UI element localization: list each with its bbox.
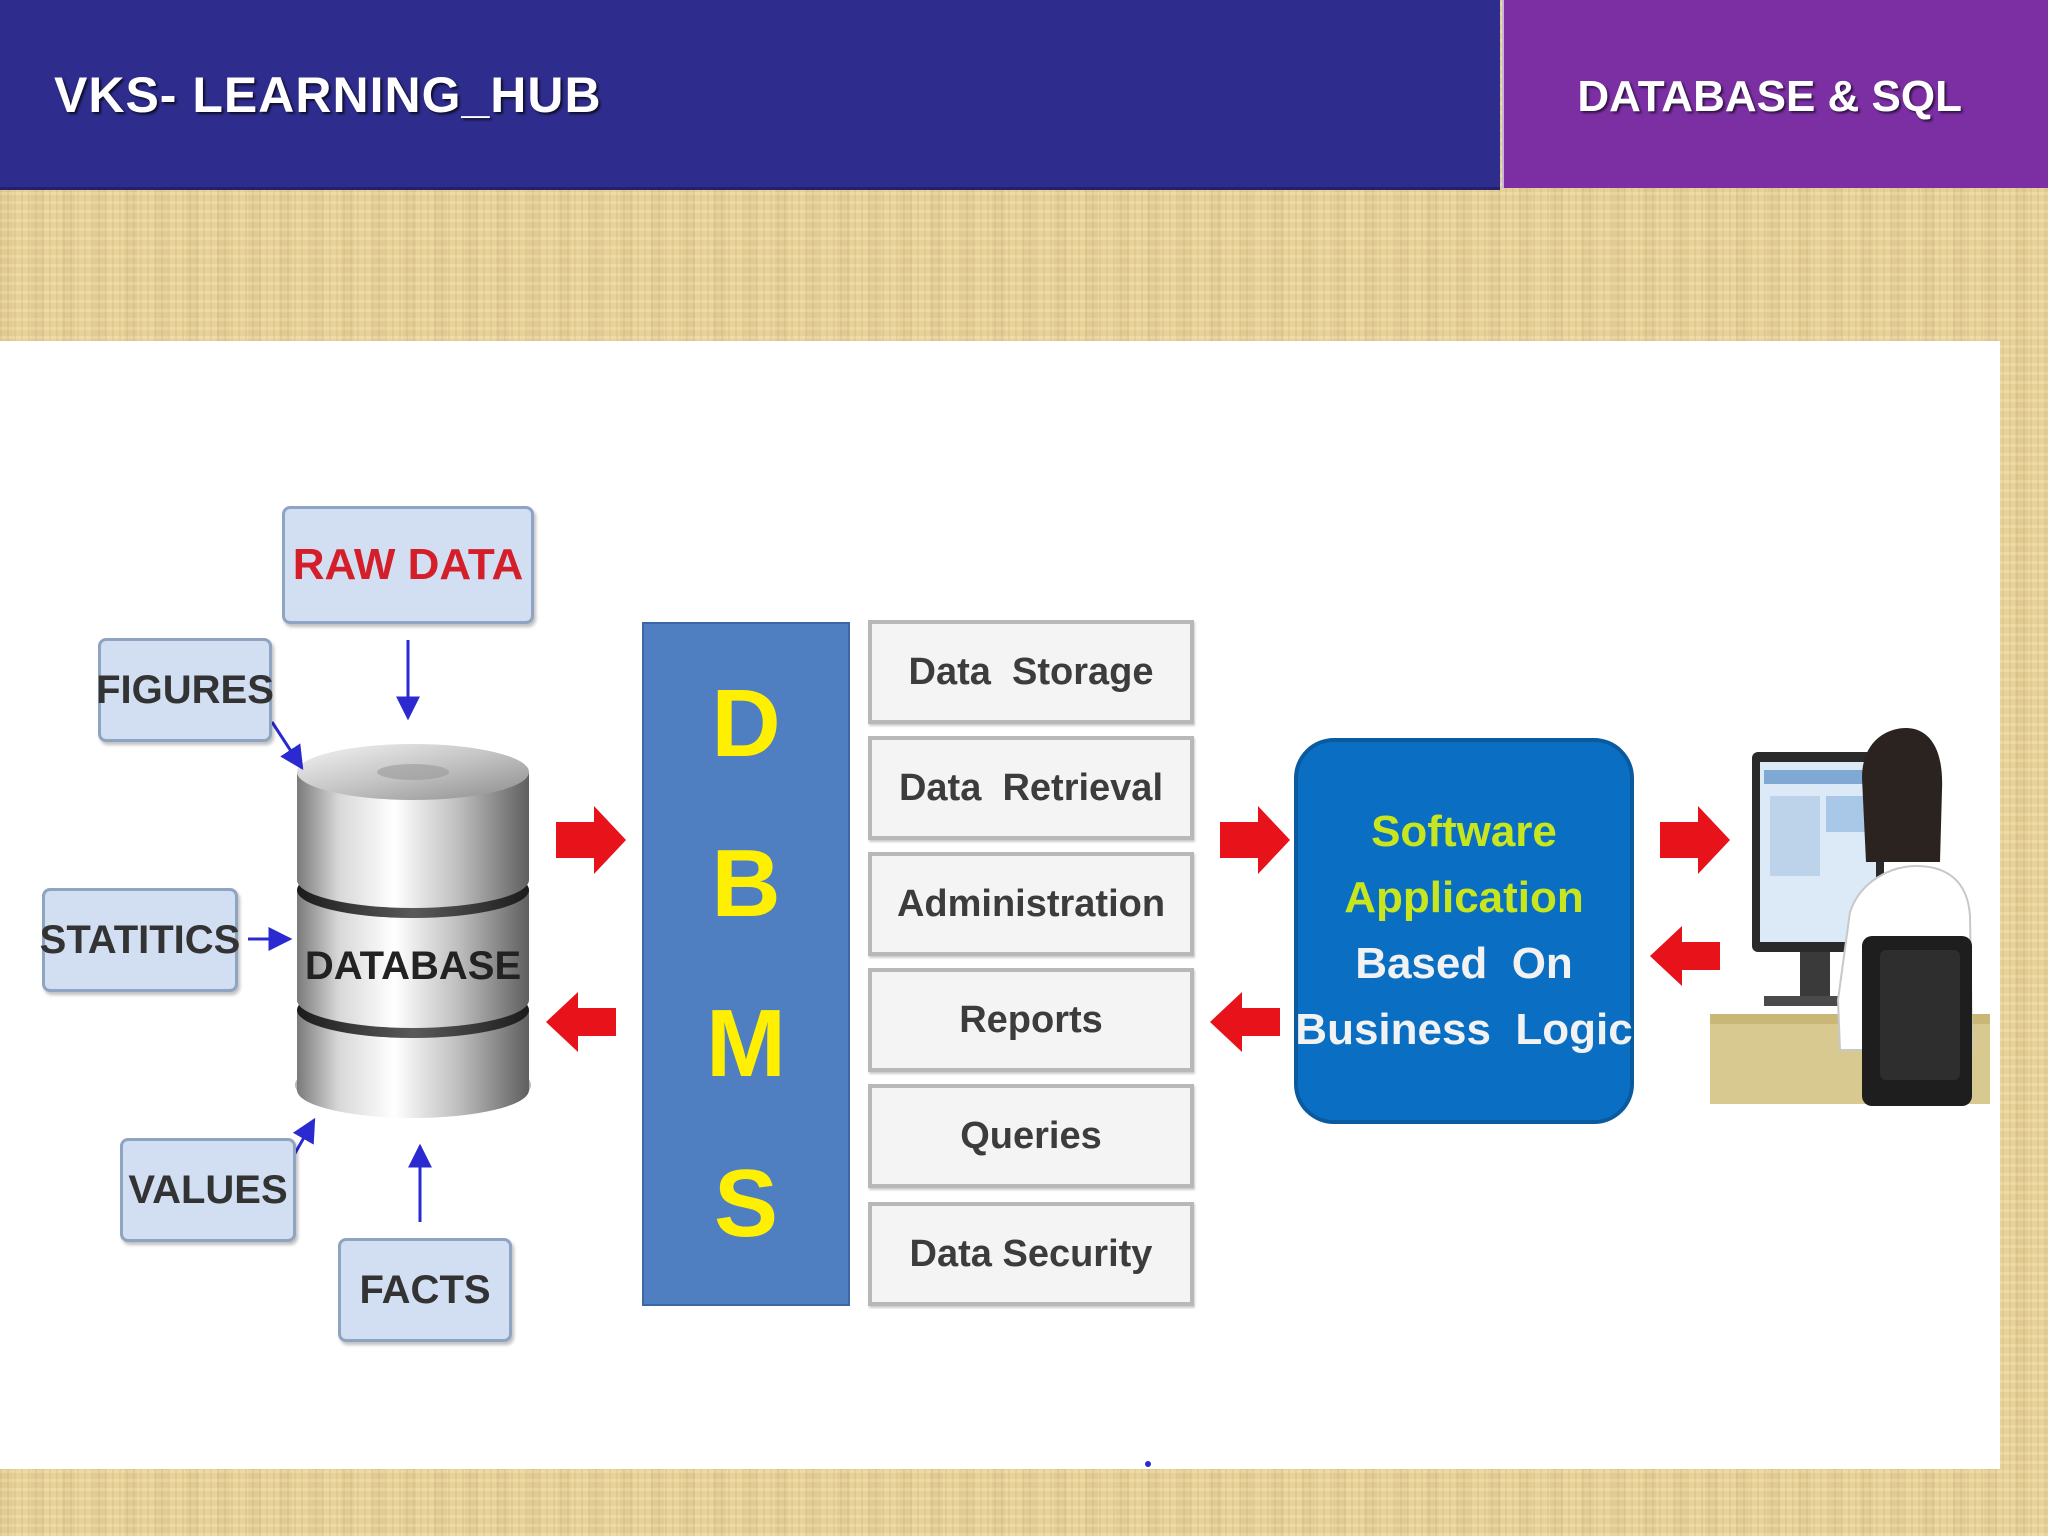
function-administration: Administration xyxy=(868,852,1194,956)
function-data-retrieval: Data Retrieval xyxy=(868,736,1194,840)
right-arrow-icon xyxy=(556,806,626,874)
statitics-box: STATITICS xyxy=(39,888,241,992)
raw-data-label: RAW DATA xyxy=(292,540,524,589)
left-arrow-icon xyxy=(1210,992,1280,1052)
facts-box: FACTS xyxy=(338,1238,512,1342)
raw-data-box: RAW DATA xyxy=(282,506,534,624)
app-line-application: Application xyxy=(1344,873,1584,922)
page-title: VKS- LEARNING_HUB xyxy=(54,67,602,123)
function-queries: Queries xyxy=(868,1084,1194,1188)
subject-title: DATABASE & SQL xyxy=(1577,72,1962,121)
function-label: Data Retrieval xyxy=(898,766,1163,809)
function-data-storage: Data Storage xyxy=(868,620,1194,724)
app-line-based-on: Based On xyxy=(1355,939,1573,988)
dbms-letter-b: B xyxy=(711,830,781,937)
values-box: VALUES xyxy=(120,1138,296,1242)
facts-label: FACTS xyxy=(359,1267,491,1312)
figures-box: FIGURES xyxy=(96,638,274,742)
left-arrow-icon xyxy=(1650,926,1720,986)
down-arrow-icon xyxy=(270,721,304,771)
up-arrow-icon xyxy=(292,1117,316,1156)
user-at-computer-icon xyxy=(1710,728,1990,1106)
values-label: VALUES xyxy=(128,1167,288,1212)
function-label: Data Security xyxy=(909,1232,1153,1275)
function-data-security: Data Security xyxy=(868,1202,1194,1306)
function-label: Queries xyxy=(960,1114,1102,1157)
dbms-letter-m: M xyxy=(706,990,786,1097)
database-cylinder-icon xyxy=(295,744,531,1118)
figures-label: FIGURES xyxy=(96,667,274,712)
dbms-column: D B M S xyxy=(642,622,850,1306)
right-arrow-icon xyxy=(1660,806,1730,874)
dbms-letter-s: S xyxy=(713,1150,779,1257)
function-label: Reports xyxy=(959,998,1103,1041)
statitics-label: STATITICS xyxy=(39,917,241,962)
right-arrow-icon xyxy=(1220,806,1290,874)
function-label: Administration xyxy=(896,882,1166,925)
header-bar: VKS- LEARNING_HUB xyxy=(0,0,1500,190)
function-reports: Reports xyxy=(868,968,1194,1072)
subject-banner: DATABASE & SQL xyxy=(1502,0,2048,188)
database-label: DATABASE xyxy=(304,943,522,988)
left-arrow-icon xyxy=(546,992,616,1052)
function-label: Data Storage xyxy=(908,650,1154,693)
app-line-business-logic: Business Logic xyxy=(1295,1005,1633,1054)
dbms-letter-d: D xyxy=(711,670,781,777)
software-application-box: Software Application Based On Business L… xyxy=(1294,738,1634,1124)
app-line-software: Software xyxy=(1371,807,1557,856)
